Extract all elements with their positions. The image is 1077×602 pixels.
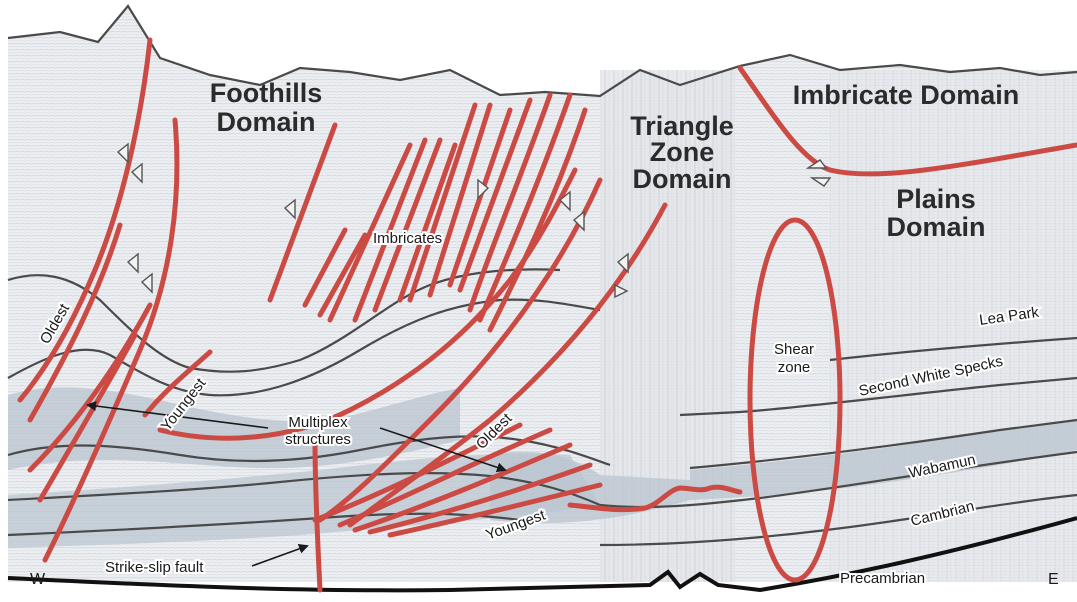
plains-domain-title-line1: Plains xyxy=(896,184,976,214)
imbricate-domain-title: Imbricate Domain xyxy=(793,80,1020,110)
strike-slip-fault-label: Strike-slip fault xyxy=(105,559,204,576)
shear-zone-label-line1: Shear xyxy=(774,341,814,358)
multiplex-label-line1: Multiplex xyxy=(288,414,348,431)
west-label: W xyxy=(30,571,46,588)
plains-domain-title-line2: Domain xyxy=(886,212,985,242)
shear-zone-label-line2: zone xyxy=(778,359,811,376)
east-label: E xyxy=(1048,571,1059,588)
precambrian-label: Precambrian xyxy=(840,570,925,587)
multiplex-label-line2: structures xyxy=(285,431,351,448)
foothills-domain-title-line1: Foothills xyxy=(210,78,322,108)
foothills-domain-title-line2: Domain xyxy=(216,107,315,137)
imbricates-label: Imbricates xyxy=(373,230,442,247)
triangle-zone-domain-title-line3: Domain xyxy=(632,164,731,194)
triangle-zone-domain-title-line2: Zone xyxy=(650,137,715,167)
